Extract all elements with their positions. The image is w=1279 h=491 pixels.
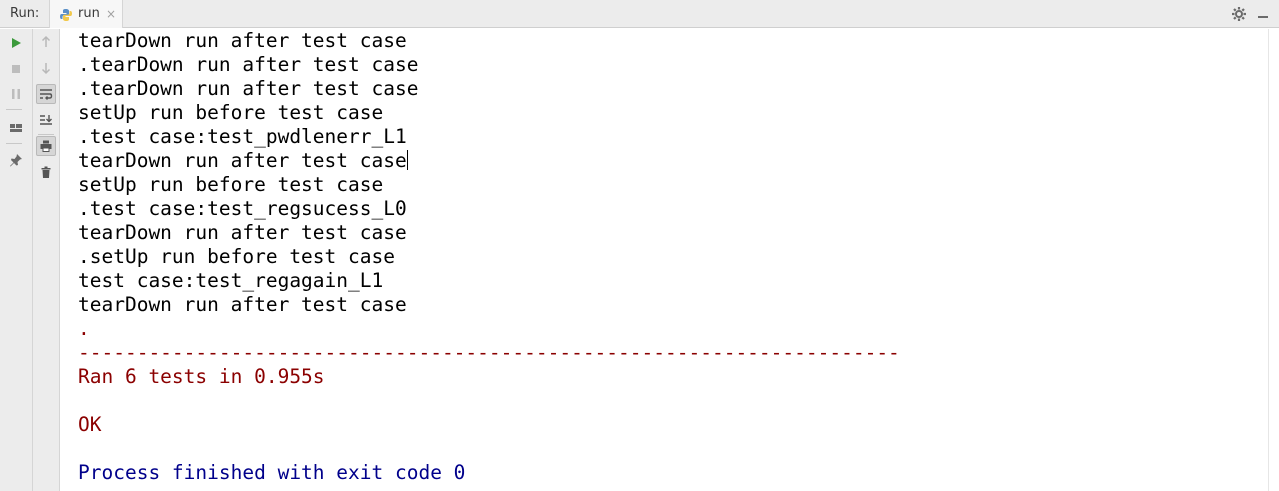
- console-line-text: setUp run before test case: [78, 173, 384, 196]
- soft-wrap-icon[interactable]: [36, 84, 56, 104]
- console-line: OK: [78, 413, 1266, 437]
- text-caret: [406, 150, 408, 170]
- console-line: setUp run before test case: [78, 101, 1266, 125]
- console-line: tearDown run after test case: [78, 149, 1266, 173]
- tab-run[interactable]: run ×: [49, 0, 123, 28]
- console-line: tearDown run after test case: [78, 221, 1266, 245]
- play-icon[interactable]: [6, 33, 26, 53]
- console-line-text: tearDown run after test case: [78, 29, 407, 52]
- console-line: [78, 389, 1266, 413]
- console-line: test case:test_regagain_L1: [78, 269, 1266, 293]
- console-line-text: Ran 6 tests in 0.955s: [78, 365, 325, 388]
- console-line-text: tearDown run after test case: [78, 221, 407, 244]
- console-line: tearDown run after test case: [78, 29, 1266, 53]
- run-tool-window-header: Run: run ×: [0, 0, 1279, 28]
- console-line: tearDown run after test case: [78, 293, 1266, 317]
- scroll-to-end-icon[interactable]: [36, 110, 56, 130]
- console-line: Process finished with exit code 0: [78, 461, 1266, 485]
- run-actions-toolbar: [0, 29, 33, 491]
- console-line: .setUp run before test case: [78, 245, 1266, 269]
- toolbar-separator: [38, 134, 54, 135]
- console-line-text: Process finished with exit code 0: [78, 461, 466, 484]
- scrollbar-track[interactable]: [1268, 29, 1279, 491]
- console-line: .: [78, 317, 1266, 341]
- console-line: Ran 6 tests in 0.955s: [78, 365, 1266, 389]
- console-line-text: .test case:test_pwdlenerr_L1: [78, 125, 407, 148]
- console-line-text: ----------------------------------------…: [78, 341, 900, 364]
- console-line-text: tearDown run after test case: [78, 293, 407, 316]
- console-line-text: .tearDown run after test case: [78, 77, 419, 100]
- console-line-text: .tearDown run after test case: [78, 53, 419, 76]
- console-actions-toolbar: [33, 29, 60, 491]
- console-line-text: .setUp run before test case: [78, 245, 395, 268]
- arrow-up-icon[interactable]: [36, 32, 56, 52]
- console-line-text: tearDown run after test case: [78, 149, 407, 172]
- toolbar-separator: [6, 143, 22, 144]
- trash-icon[interactable]: [36, 162, 56, 182]
- arrow-down-icon[interactable]: [36, 58, 56, 78]
- console-line: .tearDown run after test case: [78, 77, 1266, 101]
- toolbar-separator: [6, 109, 22, 110]
- console-line: .test case:test_regsucess_L0: [78, 197, 1266, 221]
- run-label: Run:: [10, 6, 40, 21]
- console-line: [78, 437, 1266, 461]
- console-line-text: test case:test_regagain_L1: [78, 269, 384, 292]
- console-line: ----------------------------------------…: [78, 341, 1266, 365]
- minimize-icon[interactable]: [1254, 5, 1272, 23]
- console-line-text: OK: [78, 413, 102, 436]
- python-icon: [59, 7, 73, 21]
- console-line-text: .test case:test_regsucess_L0: [78, 197, 407, 220]
- console-output[interactable]: tearDown run after test case.tearDown ru…: [78, 29, 1266, 491]
- pin-icon[interactable]: [6, 150, 26, 170]
- layout-icon[interactable]: [6, 118, 26, 138]
- stop-icon[interactable]: [6, 59, 26, 79]
- console-line-text: .: [78, 317, 90, 340]
- gear-icon[interactable]: [1230, 5, 1248, 23]
- pause-icon[interactable]: [6, 84, 26, 104]
- console-line: .tearDown run after test case: [78, 53, 1266, 77]
- print-icon[interactable]: [36, 136, 56, 156]
- console-line: .test case:test_pwdlenerr_L1: [78, 125, 1266, 149]
- console-gutter: [61, 29, 76, 491]
- console-line-text: setUp run before test case: [78, 101, 384, 124]
- tab-label: run: [78, 6, 100, 21]
- close-icon[interactable]: ×: [106, 7, 117, 21]
- console-line: setUp run before test case: [78, 173, 1266, 197]
